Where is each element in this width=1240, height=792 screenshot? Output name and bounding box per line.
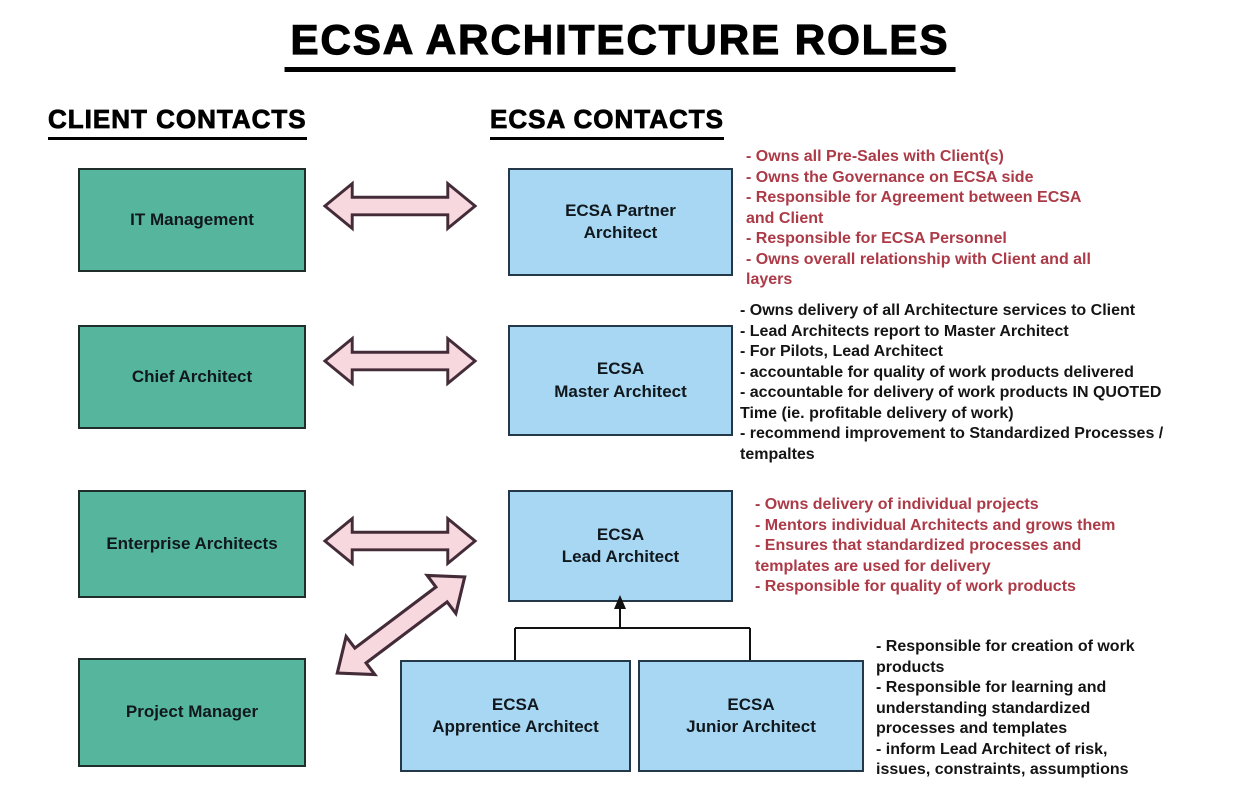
note-line: understanding standardized xyxy=(876,699,1091,717)
note-line: - For Pilots, Lead Architect xyxy=(740,343,943,360)
note-line: - recommend improvement to Standardized … xyxy=(740,425,1164,442)
note-line: and Client xyxy=(746,209,824,227)
ecsa-box-label-line1: ECSA xyxy=(596,359,645,379)
client-contacts-header: CLIENT CONTACTS xyxy=(48,104,307,140)
ecsa-box-label-line1: ECSA xyxy=(491,694,540,714)
note-line: - Responsible for Agreement between ECSA xyxy=(746,189,1082,206)
note-line: templates are used for delivery xyxy=(755,557,991,575)
ecsa-box-label-line2: Lead Architect xyxy=(561,547,680,566)
note-line: - Responsible for quality of work produc… xyxy=(755,578,1076,595)
note-line: - Responsible for ECSA Personnel xyxy=(746,230,1007,247)
master-architect-notes: - Owns delivery of all Architecture serv… xyxy=(740,301,1163,465)
ecsa-box-junior-architect: ECSA Junior Architect xyxy=(638,660,864,772)
note-line: - accountable for delivery of work produ… xyxy=(740,384,1162,401)
ecsa-box-label-line2: Architect xyxy=(583,223,658,242)
ecsa-box-label-line2: Master Architect xyxy=(554,381,687,401)
partner-architect-notes: - Owns all Pre-Sales with Client(s) - Ow… xyxy=(746,147,1091,291)
note-line: Time (ie. profitable delivery of work) xyxy=(740,404,1014,422)
double-arrow-icon xyxy=(322,333,478,389)
ecsa-box-apprentice-architect: ECSA Apprentice Architect xyxy=(400,660,631,772)
ecsa-box-label-line2: Junior Architect xyxy=(686,717,816,736)
note-line: issues, constraints, assumptions xyxy=(876,761,1129,778)
client-box-label: IT Management xyxy=(130,209,254,229)
client-box-it-management: IT Management xyxy=(78,168,306,272)
ecsa-box-partner-architect: ECSA Partner Architect xyxy=(508,168,733,276)
note-line: - Responsible for creation of work xyxy=(876,638,1135,655)
page-title: ECSA ARCHITECTURE ROLES xyxy=(284,15,956,72)
note-line: - Owns delivery of individual projects xyxy=(755,496,1039,513)
note-line: - Owns overall relationship with Client … xyxy=(746,250,1091,268)
note-line: - Mentors individual Architects and grow… xyxy=(755,516,1116,534)
client-box-label: Chief Architect xyxy=(131,366,253,386)
ecsa-box-label-line1: ECSA Partner xyxy=(565,200,676,220)
lead-architect-notes: - Owns delivery of individual projects -… xyxy=(755,495,1115,598)
ecsa-box-label-line2: Apprentice Architect xyxy=(432,717,599,736)
client-box-label: Enterprise Architects xyxy=(106,533,278,553)
note-line: - Owns all Pre-Sales with Client(s) xyxy=(746,148,1004,165)
ecsa-contacts-header: ECSA CONTACTS xyxy=(490,104,724,140)
note-line: - Lead Architects report to Master Archi… xyxy=(740,322,1069,340)
client-box-chief-architect: Chief Architect xyxy=(78,325,306,429)
up-arrowhead-icon xyxy=(614,595,626,609)
ecsa-box-label-line1: ECSA xyxy=(596,524,645,544)
note-line: processes and templates xyxy=(876,720,1068,737)
double-arrow-icon xyxy=(322,178,478,234)
note-line: - accountable for quality of work produc… xyxy=(740,363,1134,381)
note-line: - Owns delivery of all Architecture serv… xyxy=(740,302,1136,319)
note-line: - Owns the Governance on ECSA side xyxy=(746,168,1034,186)
note-line: tempaltes xyxy=(740,445,815,463)
ecsa-box-label-line1: ECSA xyxy=(727,694,775,714)
apprentice-junior-notes: - Responsible for creation of work produ… xyxy=(876,637,1135,781)
diagonal-double-arrow-icon xyxy=(312,548,491,703)
note-line: products xyxy=(876,658,945,676)
hierarchy-connector xyxy=(514,595,751,660)
note-line: - inform Lead Architect of risk, xyxy=(876,740,1108,758)
client-box-project-manager: Project Manager xyxy=(78,658,306,767)
ecsa-box-master-architect: ECSA Master Architect xyxy=(508,325,733,436)
client-box-label: Project Manager xyxy=(125,702,259,722)
note-line: - Responsible for learning and xyxy=(876,679,1107,696)
note-line: - Ensures that standardized processes an… xyxy=(755,537,1082,554)
double-arrow-icon xyxy=(322,513,478,569)
client-box-enterprise-architects: Enterprise Architects xyxy=(78,490,306,598)
ecsa-box-lead-architect: ECSA Lead Architect xyxy=(508,490,733,602)
note-line: layers xyxy=(746,271,793,288)
